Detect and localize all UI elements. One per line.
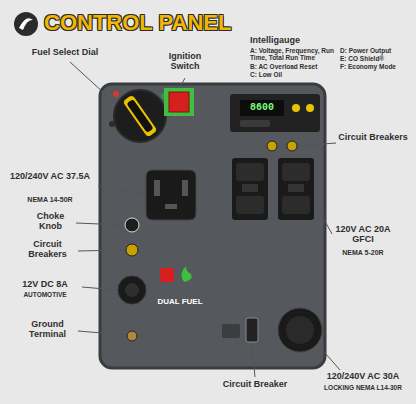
circuit-breaker <box>126 244 138 256</box>
leader-line <box>252 344 255 377</box>
circuit-breaker-switch <box>246 318 258 342</box>
gfci-outlet <box>278 158 314 220</box>
gfci-outlet <box>232 158 268 220</box>
gfci-receptacle <box>236 163 264 181</box>
fuel-dial-mark <box>113 91 119 97</box>
legend-item: C: Low Oil <box>250 71 338 78</box>
outlet-slot <box>154 180 160 196</box>
callout-sublabel: LOCKING NEMA L14-30R <box>312 384 414 391</box>
legend-item: D: Power Output <box>340 47 412 54</box>
circuit-breaker <box>287 141 297 151</box>
gfci-receptacle <box>236 196 264 214</box>
ignition-bezel <box>164 88 194 116</box>
brand-mark: DUAL FUEL <box>140 298 220 307</box>
leader-line <box>180 78 185 87</box>
callout-label: Ground Terminal <box>20 320 75 340</box>
intelligauge-button <box>306 104 314 112</box>
leader-line <box>76 223 124 225</box>
intelligauge-housing <box>230 94 320 132</box>
callout-sublabel: NEMA 14-50R <box>4 196 96 204</box>
leader-line <box>318 345 340 370</box>
dc-socket-inner <box>125 283 139 297</box>
legend-item: B: AC Overload Reset <box>250 63 338 70</box>
callout-label: Intelligauge <box>250 36 350 46</box>
usb-cover <box>222 324 240 338</box>
leader-line <box>78 331 126 335</box>
gfci-receptacle <box>282 196 310 214</box>
callout-sublabel: AUTOMOTIVE <box>5 291 85 298</box>
callout-label: Circuit Breaker <box>205 380 305 390</box>
gfci-buttons <box>288 184 304 192</box>
callout-label: Fuel Select Dial <box>20 48 110 58</box>
ground-terminal <box>127 331 137 341</box>
callout-label: 120V AC 20A GFCI <box>334 225 392 245</box>
nema-l14-30r-outlet <box>278 308 322 352</box>
gfci-buttons <box>242 184 258 192</box>
intelligauge-button <box>292 104 300 112</box>
brand-logo-mark <box>19 18 33 30</box>
display-readout: 8600 <box>240 102 284 113</box>
legend-item: E: CO Shield® <box>340 55 412 62</box>
page-title: CONTROL PANEL <box>44 11 231 35</box>
brand-logo <box>14 12 38 36</box>
leader-line <box>98 186 145 194</box>
leader-line <box>70 62 116 104</box>
leader-line <box>316 205 332 234</box>
co-shield-badge <box>240 120 270 127</box>
circuit-breaker <box>267 141 277 151</box>
propane-icon <box>181 266 191 282</box>
fuel-dial-grip-inner <box>126 99 153 133</box>
gasoline-icon <box>160 268 174 282</box>
leader-line <box>82 287 117 290</box>
callout-label: 120/240V AC 37.5A <box>4 172 96 182</box>
leader-lines <box>70 62 340 377</box>
callout-sublabel: NEMA 5-20R <box>334 249 392 257</box>
choke-knob <box>125 218 139 232</box>
fuel-dial-grip <box>122 95 157 138</box>
intelligauge-screen <box>240 100 284 116</box>
outlet-slot <box>182 180 188 196</box>
callout-label: Circuit Breakers <box>338 133 408 143</box>
fuel-dial-mark <box>109 121 115 127</box>
outlet-slot <box>165 204 177 209</box>
nema-14-50r-outlet <box>146 170 196 220</box>
leader-line <box>298 143 336 146</box>
fuel-dial <box>114 90 166 142</box>
callout-label: Ignition Switch <box>160 52 210 72</box>
callout-label: Choke Knob <box>28 212 73 232</box>
gfci-receptacle <box>282 163 310 181</box>
legend-item: A: Voltage, Frequency, Run Time, Total R… <box>250 47 338 61</box>
callout-label: 12V DC 8A <box>5 280 85 290</box>
callout-label: Circuit Breakers <box>20 240 75 260</box>
ignition-rocker <box>169 92 189 112</box>
leader-line <box>78 250 125 251</box>
callout-label: 120/240V AC 30A <box>312 372 414 382</box>
dc-socket <box>118 276 146 304</box>
panel-face <box>100 84 325 368</box>
outlet-face <box>286 316 314 344</box>
legend-item: F: Economy Mode <box>340 63 412 70</box>
